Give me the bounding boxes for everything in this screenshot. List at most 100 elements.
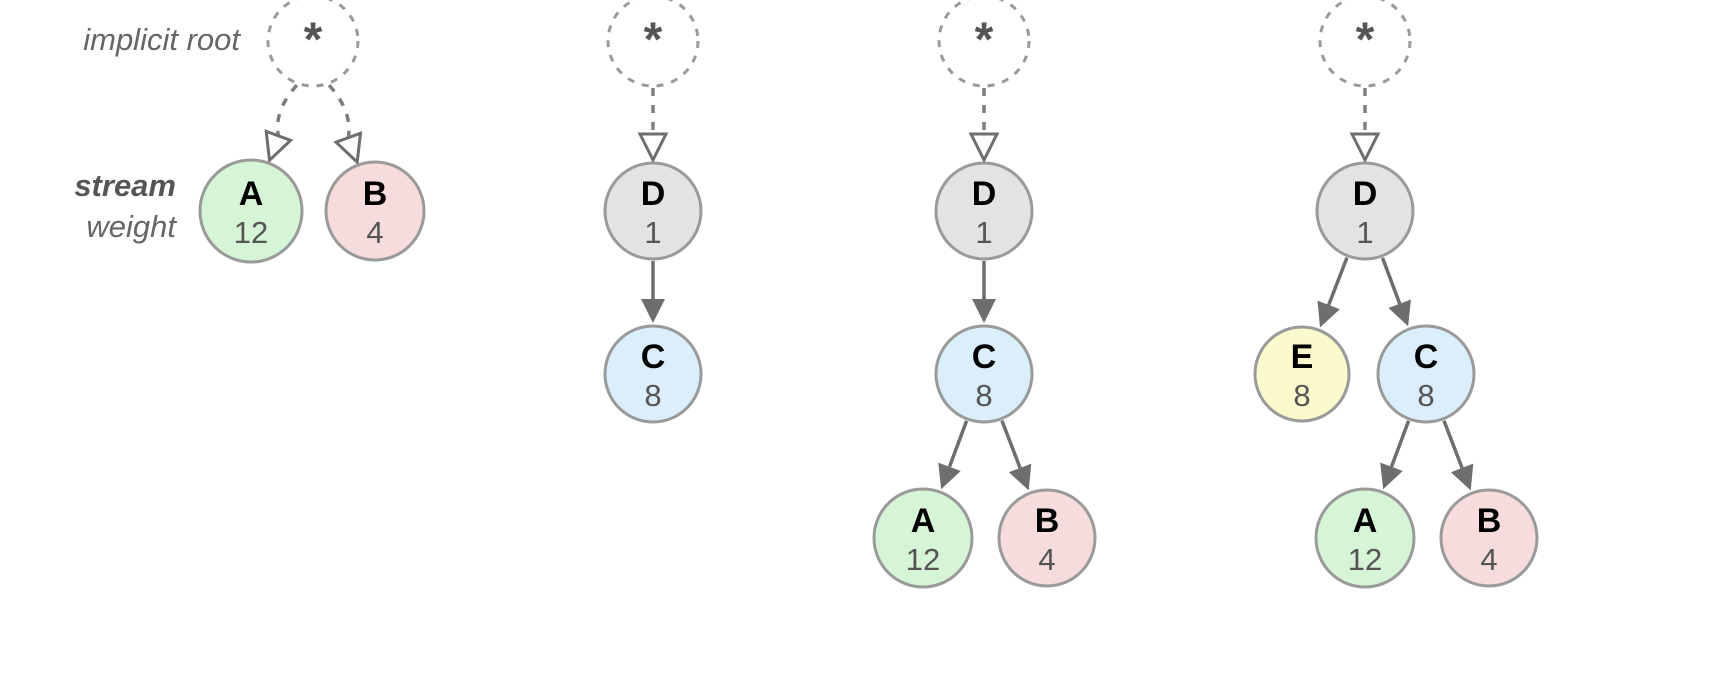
node-circle[interactable]: [997, 488, 1097, 588]
node-circle[interactable]: [603, 324, 703, 424]
implicit-root-node-tree-2: *: [606, 0, 700, 88]
node-circle[interactable]: [198, 158, 304, 264]
root-circle: [266, 0, 360, 88]
arrowhead-solid: [641, 299, 665, 323]
node-weight-label: 8: [1417, 378, 1434, 413]
edge-line-solid: [1442, 420, 1464, 469]
edge-line-solid: [1380, 257, 1402, 305]
node-circle[interactable]: [872, 487, 974, 589]
edge-line-dashed: [327, 83, 351, 139]
edge-root-1-to-t1-B: [327, 83, 363, 166]
arrowhead-hollow: [637, 132, 669, 164]
node-stream-label: C: [972, 338, 997, 376]
stream-node-d-tree-4[interactable]: D1: [1315, 161, 1415, 261]
node-weight-label: 12: [906, 542, 940, 577]
edge-root-3-to-t3-D: [968, 87, 1000, 164]
node-stream-label: A: [239, 175, 264, 213]
node-stream-label: A: [1353, 502, 1378, 540]
edge-t4-D-to-t4-C: [1380, 257, 1411, 327]
edge-line-solid: [1000, 420, 1022, 469]
edge-t4-D-to-t4-E: [1317, 257, 1349, 328]
edge-root-1-to-t1-A: [264, 83, 299, 164]
root-circle: [606, 0, 700, 88]
annotation-implicit-root: implicit root: [83, 22, 241, 57]
node-circle[interactable]: [1376, 324, 1476, 424]
edge-t2-D-to-t2-C: [641, 261, 665, 323]
node-circle[interactable]: [324, 160, 426, 262]
node-stream-label: B: [1035, 502, 1060, 540]
edge-line-solid: [1389, 420, 1411, 468]
node-stream-label: C: [1414, 338, 1439, 376]
node-weight-label: 4: [366, 215, 383, 250]
node-weight-label: 8: [644, 378, 661, 413]
node-weight-label: 12: [1348, 542, 1382, 577]
node-stream-label: D: [1353, 175, 1378, 213]
arrowhead-solid: [1450, 463, 1474, 491]
stream-node-c-tree-4[interactable]: C8: [1376, 324, 1476, 424]
arrowhead-solid: [1317, 300, 1340, 328]
implicit-root-node-tree-1: *: [266, 0, 360, 88]
stream-node-c-tree-3[interactable]: C8: [934, 324, 1034, 424]
stream-node-b-tree-1[interactable]: B4: [324, 160, 426, 262]
asterisk-icon: *: [1356, 14, 1375, 67]
stream-node-a-tree-4[interactable]: A12: [1314, 487, 1416, 589]
annotation-weight: weight: [86, 209, 177, 244]
node-circle[interactable]: [934, 324, 1034, 424]
stream-node-d-tree-2[interactable]: D1: [603, 161, 703, 261]
node-circle[interactable]: [934, 161, 1034, 261]
node-circle[interactable]: [1314, 487, 1416, 589]
implicit-root-node-tree-3: *: [937, 0, 1031, 88]
asterisk-icon: *: [644, 14, 663, 67]
stream-node-b-tree-3[interactable]: B4: [997, 488, 1097, 588]
node-weight-label: 4: [1480, 542, 1497, 577]
stream-node-a-tree-3[interactable]: A12: [872, 487, 974, 589]
annotations-layer: implicit root stream weight: [74, 22, 241, 244]
arrowhead-solid: [1388, 299, 1411, 327]
arrowhead-hollow: [333, 131, 363, 166]
node-stream-label: E: [1291, 338, 1314, 376]
root-circle: [1318, 0, 1412, 88]
arrowhead-solid: [1008, 463, 1032, 491]
implicit-root-node-tree-4: *: [1318, 0, 1412, 88]
edge-t4-C-to-t4-A: [1380, 420, 1411, 490]
root-circle: [937, 0, 1031, 88]
arrowhead-hollow: [1349, 132, 1381, 164]
edge-t3-C-to-t3-B: [1000, 420, 1032, 491]
stream-node-d-tree-3[interactable]: D1: [934, 161, 1034, 261]
edge-root-4-to-t4-D: [1349, 88, 1381, 164]
node-circle[interactable]: [1439, 488, 1539, 588]
edge-line-dashed: [275, 83, 299, 137]
node-circle[interactable]: [1253, 325, 1351, 423]
node-circle[interactable]: [1315, 161, 1415, 261]
node-weight-label: 1: [1356, 215, 1373, 250]
edge-t3-C-to-t3-A: [938, 420, 969, 490]
arrowhead-hollow: [968, 132, 1000, 164]
stream-node-b-tree-4[interactable]: B4: [1439, 488, 1539, 588]
arrowhead-solid: [972, 299, 996, 323]
node-weight-label: 8: [1293, 378, 1310, 413]
node-weight-label: 8: [975, 378, 992, 413]
edge-t3-D-to-t3-C: [972, 261, 996, 323]
edge-t4-C-to-t4-B: [1442, 420, 1474, 491]
edges-layer: [264, 83, 1474, 491]
arrowhead-hollow: [264, 129, 294, 164]
arrowhead-solid: [1380, 462, 1403, 490]
node-stream-label: B: [363, 175, 388, 213]
asterisk-icon: *: [304, 14, 323, 67]
asterisk-icon: *: [975, 14, 994, 67]
node-stream-label: C: [641, 338, 666, 376]
edge-root-2-to-t2-D: [637, 88, 669, 164]
stream-node-e-tree-4[interactable]: E8: [1253, 325, 1351, 423]
edge-line-solid: [947, 420, 969, 468]
node-stream-label: D: [641, 175, 666, 213]
node-circle[interactable]: [603, 161, 703, 261]
node-weight-label: 4: [1038, 542, 1055, 577]
stream-node-a-tree-1[interactable]: A12: [198, 158, 304, 264]
node-stream-label: A: [911, 502, 936, 540]
node-stream-label: B: [1477, 502, 1502, 540]
stream-node-c-tree-2[interactable]: C8: [603, 324, 703, 424]
arrowhead-solid: [938, 462, 961, 490]
